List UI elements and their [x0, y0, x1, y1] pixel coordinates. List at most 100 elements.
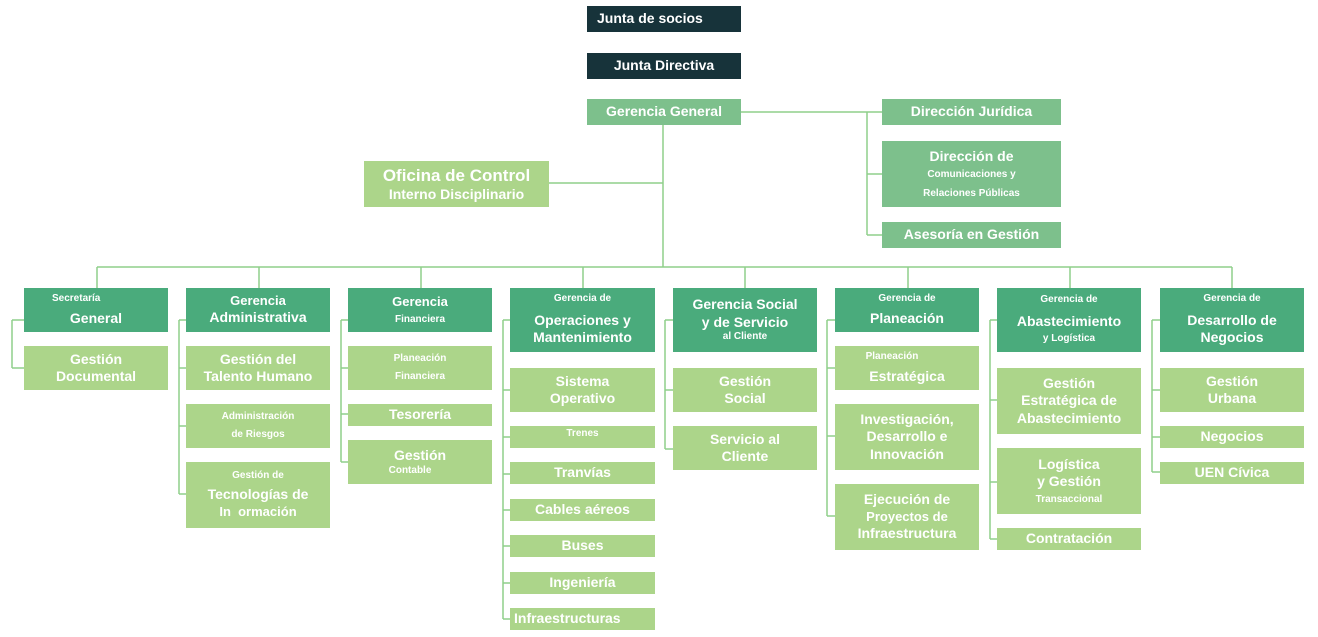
tranvias-label: Tranvías — [554, 464, 611, 481]
investigacion-desarrollo-label-3: Innovación — [870, 445, 944, 462]
servicio-cliente-node: Servicio al Cliente — [673, 426, 817, 470]
gestion-urbana-label: Gestión — [1205, 372, 1259, 389]
junta-socios-label: Junta de socios — [597, 10, 703, 27]
gerencia-operaciones-label: Gerencia de — [553, 293, 612, 305]
tecnologias-informacion-label: Gestión de — [232, 469, 284, 481]
gerencia-operaciones-label-3: Mantenimiento — [533, 329, 632, 346]
gerencia-operaciones-label-2: Operaciones y — [534, 311, 631, 328]
gestion-contable-label: Gestión — [393, 447, 447, 463]
trenes-label: Trenes — [566, 428, 599, 439]
planeacion-estrategica-node: Planeación Estratégica — [835, 346, 979, 390]
direccion-comunicaciones-label-2: Comunicaciones y — [927, 169, 1016, 181]
planeacion-financiera-node: Planeación Financiera — [348, 346, 492, 390]
gerencia-financiera-label: Gerencia — [392, 293, 448, 309]
gestion-documental-node: Gestión Documental — [24, 346, 168, 390]
asesoria-gestion-label: Asesoría en Gestión — [903, 226, 1040, 243]
gerencia-negocios-label: Gerencia de — [1203, 293, 1261, 305]
ingenieria-node: Ingeniería — [510, 572, 655, 594]
gerencia-negocios-label-3: Negocios — [1200, 329, 1264, 346]
gestion-contable-node: Gestión Contable — [348, 440, 492, 484]
secretaria-general-label-2: General — [69, 309, 123, 326]
negocios-node: Negocios — [1160, 426, 1304, 448]
secretaria-general-node: Secretaría General — [24, 288, 168, 332]
direccion-comunicaciones-label: Dirección de — [929, 147, 1014, 164]
gestion-contable-label-2: Contable — [388, 464, 432, 476]
investigacion-desarrollo-label: Investigación, — [860, 410, 954, 427]
junta-directiva-label: Junta Directiva — [613, 57, 715, 74]
gerencia-social-label-3: al Cliente — [722, 331, 768, 343]
asesoria-gestion-node: Asesoría en Gestión — [882, 222, 1061, 248]
direccion-juridica-node: Dirección Jurídica — [882, 99, 1061, 125]
talento-humano-label-2: Talento Humano — [203, 368, 313, 384]
administracion-riesgos-label: Administración — [221, 410, 295, 422]
servicio-cliente-label-2: Cliente — [721, 448, 769, 464]
sistema-operativo-node: Sistema Operativo — [510, 368, 655, 412]
cables-aereos-label: Cables aéreos — [535, 501, 630, 518]
gerencia-planeacion-label: Gerencia de — [878, 292, 936, 304]
logistica-gestion-label-3: Transaccional — [1035, 493, 1103, 505]
gestion-estrategica-abastecimiento-node: Gestión Estratégica de Abastecimiento — [997, 368, 1141, 434]
direccion-comunicaciones-label-3: Relaciones Públicas — [923, 187, 1020, 199]
tecnologias-informacion-label-3: In ormación — [219, 503, 297, 519]
contratacion-label: Contratación — [1025, 530, 1113, 547]
gestion-documental-label-2: Documental — [55, 368, 137, 384]
sistema-operativo-label: Sistema — [555, 372, 610, 389]
negocios-label: Negocios — [1200, 428, 1264, 445]
gerencia-financiera-node: Gerencia Financiera — [348, 288, 492, 332]
ejecucion-proyectos-label: Ejecución de — [863, 491, 951, 508]
gestion-urbana-node: Gestión Urbana — [1160, 368, 1304, 412]
direccion-juridica-label: Dirección Jurídica — [910, 103, 1033, 120]
secretaria-general-label: Secretaría — [52, 293, 101, 304]
sistema-operativo-label-2: Operativo — [549, 390, 616, 406]
gestion-estrategica-abastecimiento-label-3: Abastecimiento — [1016, 409, 1122, 426]
gerencia-abastecimiento-label-2: Abastecimiento — [1016, 312, 1122, 329]
gestion-social-label: Gestión — [718, 372, 772, 389]
gerencia-administrativa-label-2: Administrativa — [209, 309, 307, 326]
gerencia-abastecimiento-label-3: y Logística — [1042, 333, 1096, 345]
uen-civica-node: UEN Cívica — [1160, 462, 1304, 484]
planeacion-estrategica-label-2: Estratégica — [869, 367, 945, 384]
talento-humano-node: Gestión del Talento Humano — [186, 346, 330, 390]
planeacion-financiera-label: Planeación — [393, 352, 447, 364]
planeacion-estrategica-label: Planeación — [865, 351, 919, 362]
ingenieria-label: Ingeniería — [549, 574, 616, 591]
gerencia-planeacion-node: Gerencia de Planeación — [835, 288, 979, 332]
gerencia-financiera-label-2: Financiera — [394, 313, 446, 325]
investigacion-desarrollo-label-2: Desarrollo e — [866, 428, 948, 445]
infraestructuras-label: Infraestructuras — [514, 610, 621, 627]
tranvias-node: Tranvías — [510, 462, 655, 484]
direccion-comunicaciones-node: Dirección de Comunicaciones y Relaciones… — [882, 141, 1061, 207]
gestion-estrategica-abastecimiento-label-2: Estratégica de — [1021, 392, 1117, 409]
servicio-cliente-label: Servicio al — [709, 430, 781, 447]
tecnologias-informacion-node: Gestión de Tecnologías de In ormación — [186, 462, 330, 528]
oficina-control-label: Oficina de Control — [382, 165, 531, 185]
logistica-gestion-label-2: y Gestión — [1037, 473, 1101, 490]
oficina-control-node: Oficina de Control Interno Disciplinario — [364, 161, 549, 207]
gerencia-abastecimiento-label: Gerencia de — [1040, 294, 1098, 306]
gerencia-social-label-2: y de Servicio — [701, 313, 789, 330]
uen-civica-label: UEN Cívica — [1194, 464, 1270, 481]
gestion-documental-label: Gestión — [69, 350, 123, 367]
ejecucion-proyectos-label-2: Proyectos de — [866, 508, 948, 524]
gerencia-planeacion-label-2: Planeación — [870, 310, 944, 326]
logistica-gestion-label: Logística — [1038, 455, 1100, 472]
junta-socios-node: Junta de socios — [587, 6, 741, 32]
buses-label: Buses — [561, 537, 604, 554]
talento-humano-label: Gestión del — [219, 350, 297, 367]
gerencia-administrativa-node: Gerencia Administrativa — [186, 288, 330, 332]
buses-node: Buses — [510, 535, 655, 557]
gestion-social-label-2: Social — [724, 390, 766, 406]
gerencia-operaciones-node: Gerencia de Operaciones y Mantenimiento — [510, 288, 655, 352]
gerencia-negocios-label-2: Desarrollo de — [1187, 311, 1277, 328]
contratacion-node: Contratación — [997, 528, 1141, 550]
ejecucion-proyectos-label-3: Infraestructura — [857, 525, 957, 542]
gerencia-negocios-node: Gerencia de Desarrollo de Negocios — [1160, 288, 1304, 352]
tesoreria-label: Tesorería — [389, 406, 451, 423]
cables-aereos-node: Cables aéreos — [510, 499, 655, 521]
oficina-control-label-2: Interno Disciplinario — [388, 185, 525, 202]
planeacion-financiera-label-2: Financiera — [394, 371, 446, 382]
gerencia-administrativa-label: Gerencia — [230, 293, 286, 309]
infraestructuras-node: Infraestructuras — [510, 608, 655, 630]
gestion-estrategica-abastecimiento-label: Gestión — [1042, 374, 1096, 391]
